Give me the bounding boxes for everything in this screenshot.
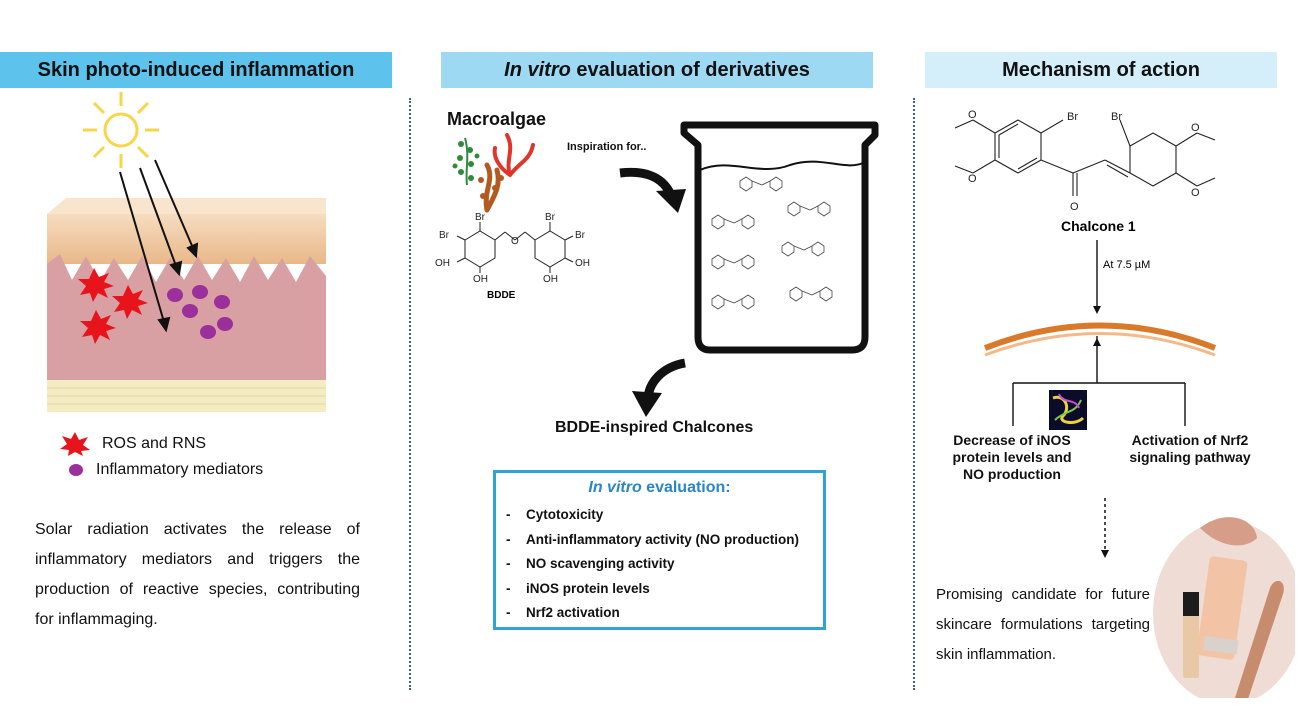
eval-item-text: Anti-inflammatory activity (NO productio… bbox=[526, 531, 800, 547]
ros-star-icon bbox=[112, 285, 148, 319]
eval-item: -iNOS protein levels bbox=[506, 577, 823, 602]
macroalgae-label: Macroalgae bbox=[447, 109, 547, 129]
chalcone-sketches bbox=[711, 176, 833, 310]
panel1-header: Skin photo-induced inflammation bbox=[0, 52, 392, 88]
bdde-br-3: Br bbox=[439, 230, 450, 241]
macroalgae-bdde-illustration: Br Br Br Br O OH OH OH OH BDDE bbox=[435, 133, 590, 301]
concentration-label: At 7.5 µM bbox=[1103, 259, 1150, 271]
mechanism-illustration: Br Br O O O O O Chalcone 1 At 7.5 µM bbox=[954, 109, 1295, 698]
eval-item-text: NO scavenging activity bbox=[526, 556, 675, 571]
divider-left bbox=[409, 98, 411, 690]
legend-mediators-label: Inflammatory mediators bbox=[96, 461, 264, 478]
chalcone1-structure bbox=[954, 119, 1216, 196]
ros-star-icon bbox=[80, 310, 116, 344]
eval-title-rest: evaluation: bbox=[641, 479, 731, 496]
bdde-oh-2: OH bbox=[473, 274, 488, 285]
eval-title-em: In vitro bbox=[588, 479, 642, 496]
chalcone-o-2: O bbox=[968, 173, 977, 185]
chalcone-o-3: O bbox=[1191, 122, 1200, 134]
panel2-title: In vitro evaluation of derivatives bbox=[504, 59, 810, 82]
bdde-label: BDDE bbox=[487, 290, 516, 301]
chalcone-carbonyl-o: O bbox=[1070, 201, 1079, 213]
eval-item: -Anti-inflammatory activity (NO producti… bbox=[506, 528, 823, 553]
chalcone-br-1: Br bbox=[1067, 111, 1078, 123]
skin-top bbox=[47, 198, 326, 214]
eval-item-text: Nrf2 activation bbox=[526, 605, 620, 620]
chalcone-o-4: O bbox=[1191, 187, 1200, 199]
bdde-structure bbox=[456, 222, 574, 273]
bdde-oh-4: OH bbox=[543, 274, 558, 285]
skin-illustration bbox=[47, 92, 326, 412]
left-effect-label: Decrease of iNOS protein levels and NO p… bbox=[952, 432, 1072, 482]
sun-icon bbox=[83, 92, 159, 168]
mediator-dot-icon bbox=[69, 464, 83, 476]
chalcone-br-2: Br bbox=[1111, 111, 1122, 123]
curved-arrow-icon bbox=[619, 167, 686, 213]
chalcone-o-1: O bbox=[968, 109, 977, 121]
panel2-title-em: In vitro bbox=[504, 58, 571, 81]
legend-ros-label: ROS and RNS bbox=[102, 435, 207, 452]
skin-epidermis bbox=[47, 214, 326, 264]
bdde-oh-1: OH bbox=[435, 258, 450, 269]
protein-structure-image bbox=[1049, 390, 1087, 430]
beaker-illustration bbox=[619, 121, 879, 417]
mediator-dot-icon bbox=[182, 304, 198, 318]
eval-item: -NO scavenging activity bbox=[506, 552, 823, 577]
cell-membrane bbox=[983, 322, 1217, 351]
panel1-title: Skin photo-induced inflammation bbox=[37, 58, 355, 81]
eval-title: In vitro evaluation: bbox=[496, 479, 823, 497]
eval-item-text: iNOS protein levels bbox=[526, 580, 650, 596]
legend-mediators: Inflammatory mediators bbox=[68, 461, 263, 479]
curved-arrow-down-icon bbox=[632, 358, 687, 417]
bdde-br-4: Br bbox=[575, 230, 586, 241]
conclusion-paragraph: Promising candidate for future skincare … bbox=[936, 586, 1150, 663]
eval-item: -Nrf2 activation bbox=[506, 601, 823, 626]
right-effect-label: Activation of Nrf2 signaling pathway bbox=[1129, 432, 1251, 465]
radiation-arrows bbox=[119, 159, 199, 333]
bdde-br-2: Br bbox=[545, 212, 556, 223]
ros-star-icon bbox=[60, 432, 90, 456]
ros-star-icon bbox=[78, 268, 114, 302]
inspiration-label: Inspiration for.. bbox=[567, 141, 647, 153]
algae-icon bbox=[452, 133, 535, 213]
mediator-dot-icon bbox=[167, 288, 183, 302]
panel3-title: Mechanism of action bbox=[1002, 58, 1200, 81]
mediator-dot-icon bbox=[192, 285, 208, 299]
cosmetics-image bbox=[1153, 517, 1295, 698]
panel1-paragraph: Solar radiation activates the release of… bbox=[35, 521, 360, 628]
beaker-icon bbox=[680, 121, 879, 354]
chalcones-title: BDDE-inspired Chalcones bbox=[555, 419, 754, 436]
eval-item: -Cytotoxicity bbox=[506, 503, 823, 528]
bdde-o: O bbox=[511, 236, 519, 247]
chalcone-label: Chalcone 1 bbox=[1061, 218, 1136, 234]
mediator-dots bbox=[167, 285, 233, 339]
eval-list: -Cytotoxicity -Anti-inflammatory activit… bbox=[496, 503, 823, 626]
in-vitro-evaluation-box: In vitro evaluation: -Cytotoxicity -Anti… bbox=[493, 470, 826, 630]
mediator-dot-icon bbox=[200, 325, 216, 339]
divider-right bbox=[913, 98, 915, 690]
mediator-dot-icon bbox=[214, 295, 230, 309]
eval-item-text: Cytotoxicity bbox=[526, 507, 604, 522]
panel2-header: In vitro evaluation of derivatives bbox=[441, 52, 873, 88]
mediator-dot-icon bbox=[217, 317, 233, 331]
panel2-title-rest: evaluation of derivatives bbox=[570, 58, 810, 81]
bdde-oh-3: OH bbox=[575, 258, 590, 269]
panel3-header: Mechanism of action bbox=[925, 52, 1277, 88]
bdde-br-1: Br bbox=[475, 212, 486, 223]
legend-ros: ROS and RNS bbox=[60, 432, 206, 456]
ros-stars bbox=[78, 268, 148, 344]
